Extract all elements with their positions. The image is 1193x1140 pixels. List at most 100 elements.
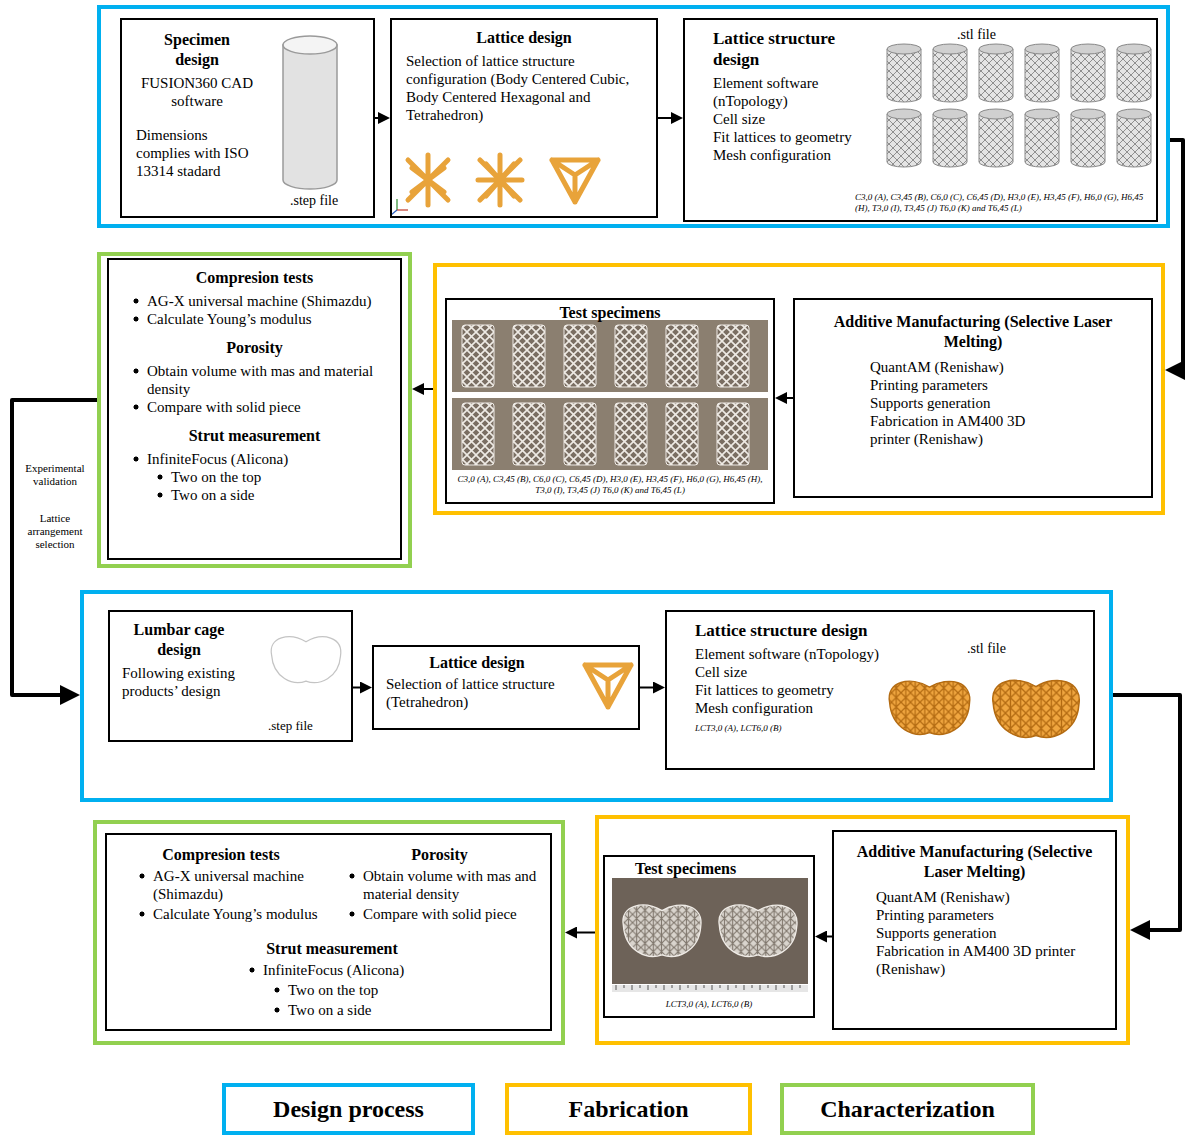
annotation-label: Lattice arrangement selection xyxy=(18,512,92,551)
tetrahedron-icon xyxy=(585,665,631,707)
box-text: Compare with solid piece xyxy=(131,398,388,416)
box-text: Following existing products’ design xyxy=(122,664,236,700)
box-text: .stl file xyxy=(957,26,996,44)
box-text: Mesh configuration xyxy=(695,699,880,717)
box-text: Two on the top xyxy=(272,981,468,999)
box-text: .step file xyxy=(290,192,338,210)
box-text: Two on a side xyxy=(272,1001,468,1019)
box-text: Two on the top xyxy=(155,468,388,486)
box-heading: Specimen design xyxy=(142,30,252,70)
box-text: Mesh configuration xyxy=(713,146,883,164)
stage-band: Compresion testsAG-X universal machine (… xyxy=(93,820,565,1045)
box-text: Fabrication in AM400 3D printer (Renisha… xyxy=(870,412,1060,448)
flow-arrow xyxy=(821,936,832,938)
cylinder-specimen xyxy=(283,36,337,189)
box-text: Dimensions complies with ISO 13314 stada… xyxy=(136,126,258,180)
box-text: Two on a side xyxy=(155,486,388,504)
box-heading: Lattice design xyxy=(386,653,568,673)
annotation-label: Experimental validation xyxy=(18,462,92,488)
figure-caption: C3,0 (A), C3,45 (B), C6,0 (C), C6,45 (D)… xyxy=(855,192,1155,214)
process-box: Lumbar cage designFollowing existing pro… xyxy=(108,610,353,742)
box-text: AG-X universal machine (Shimazdu) xyxy=(131,292,388,310)
box-text: Printing parameters xyxy=(870,376,1131,394)
box-text: Cell size xyxy=(713,110,883,128)
figure-caption: LCT3,0 (A), LCT6,0 (B) xyxy=(611,999,807,1010)
box-text: Supports generation xyxy=(870,394,1131,412)
box-text: InfiniteFocus (Alicona) xyxy=(247,961,463,979)
box-heading: Porosity xyxy=(337,845,542,865)
box-heading: Compresion tests xyxy=(121,845,321,865)
flow-arrow xyxy=(781,397,793,399)
process-box: Compresion testsAG-X universal machine (… xyxy=(107,258,402,560)
legend-text: Characterization xyxy=(820,1095,995,1123)
flow-arrow xyxy=(658,117,677,119)
process-box: Lattice structure designElement software… xyxy=(683,18,1158,222)
flow-arrow xyxy=(571,932,595,934)
box-heading: Lattice structure design xyxy=(713,28,863,70)
stage-band: Compresion testsAG-X universal machine (… xyxy=(97,252,412,568)
box-text: Calculate Young’s modulus xyxy=(131,310,388,328)
box-text: Element software (nTopology) xyxy=(695,645,880,663)
box-text: Supports generation xyxy=(876,924,1101,942)
box-heading: Additive Manufacturing (Selective Laser … xyxy=(815,312,1131,352)
legend-swatch: Fabrication xyxy=(505,1083,752,1135)
axis-icon xyxy=(391,199,408,215)
cage-photo xyxy=(612,878,808,992)
box-heading: Strut measurement xyxy=(121,426,388,446)
box-heading: Strut measurement xyxy=(227,939,437,959)
flow-arrow xyxy=(12,400,97,695)
box-text: Compare with solid piece xyxy=(347,905,563,923)
box-text: Fabrication in AM400 3D printer (Renisha… xyxy=(876,942,1101,978)
box-text: InfiniteFocus (Alicona) xyxy=(131,450,388,468)
stage-band: Lumbar cage designFollowing existing pro… xyxy=(80,590,1113,802)
stage-band: Test specimensC3,0 (A), C3,45 (B), C6,0 … xyxy=(433,263,1165,515)
flow-arrow xyxy=(640,687,659,689)
process-box: Lattice structure designElement software… xyxy=(665,610,1095,770)
cage-outline xyxy=(271,637,341,683)
box-text: Obtain volume with mas and material dens… xyxy=(131,362,388,398)
process-box: Specimen designFUSION360 CAD softwareDim… xyxy=(120,18,375,218)
process-box: Compresion testsAG-X universal machine (… xyxy=(105,833,552,1031)
flow-arrow xyxy=(1170,140,1183,370)
box-text: Element software (nTopology) xyxy=(713,74,883,110)
box-heading: Test specimens xyxy=(447,303,773,323)
process-box: Lattice designSelection of lattice struc… xyxy=(390,18,658,218)
legend-text: Fabrication xyxy=(569,1095,689,1123)
box-text: Obtain volume with mas and material dens… xyxy=(347,867,563,903)
box-text: .step file xyxy=(268,718,313,734)
process-box: Test specimensLCT3,0 (A), LCT6,0 (B) xyxy=(603,855,815,1018)
box-text: Selection of lattice structure configura… xyxy=(406,52,642,124)
legend-text: Design process xyxy=(273,1095,424,1123)
flow-arrow xyxy=(375,117,384,119)
flow-arrow xyxy=(353,687,366,689)
box-heading: Lumbar cage design xyxy=(122,620,236,660)
box-text: Fit lattices to geometry xyxy=(695,681,880,699)
lattice-cell-icons xyxy=(408,155,598,205)
stage-band: Specimen designFUSION360 CAD softwareDim… xyxy=(97,5,1170,228)
box-text: Selection of lattice structure (Tetrahed… xyxy=(386,675,568,711)
flow-arrow xyxy=(418,388,433,390)
process-box: Lattice designSelection of lattice struc… xyxy=(372,645,640,730)
box-heading: Lattice structure design xyxy=(695,620,945,641)
box-heading: Lattice design xyxy=(406,28,642,48)
lattice-cage-models xyxy=(889,680,1079,737)
box-heading: Compresion tests xyxy=(121,268,388,288)
box-text: Calculate Young’s modulus xyxy=(137,905,343,923)
figure-caption: LCT3,0 (A), LCT6,0 (B) xyxy=(695,723,895,734)
box-text: Cell size xyxy=(695,663,880,681)
box-heading: Porosity xyxy=(121,338,388,358)
box-text: QuantAM (Renishaw) xyxy=(870,358,1131,376)
box-text: Printing parameters xyxy=(876,906,1101,924)
box-text: .stl file xyxy=(967,640,1006,658)
box-text: QuantAM (Renishaw) xyxy=(876,888,1101,906)
process-box: Additive Manufacturing (Selective Laser … xyxy=(832,830,1117,1030)
legend-swatch: Design process xyxy=(222,1083,475,1135)
lattice-cylinder-grid xyxy=(887,44,1151,167)
process-box: Additive Manufacturing (Selective Laser … xyxy=(793,298,1153,498)
figure-caption: C3,0 (A), C3,45 (B), C6,0 (C), C6,45 (D)… xyxy=(457,474,763,496)
box-text: AG-X universal machine (Shimazdu) xyxy=(137,867,343,903)
flow-arrow xyxy=(1113,695,1180,930)
box-heading: Additive Manufacturing (Selective Laser … xyxy=(848,842,1101,882)
